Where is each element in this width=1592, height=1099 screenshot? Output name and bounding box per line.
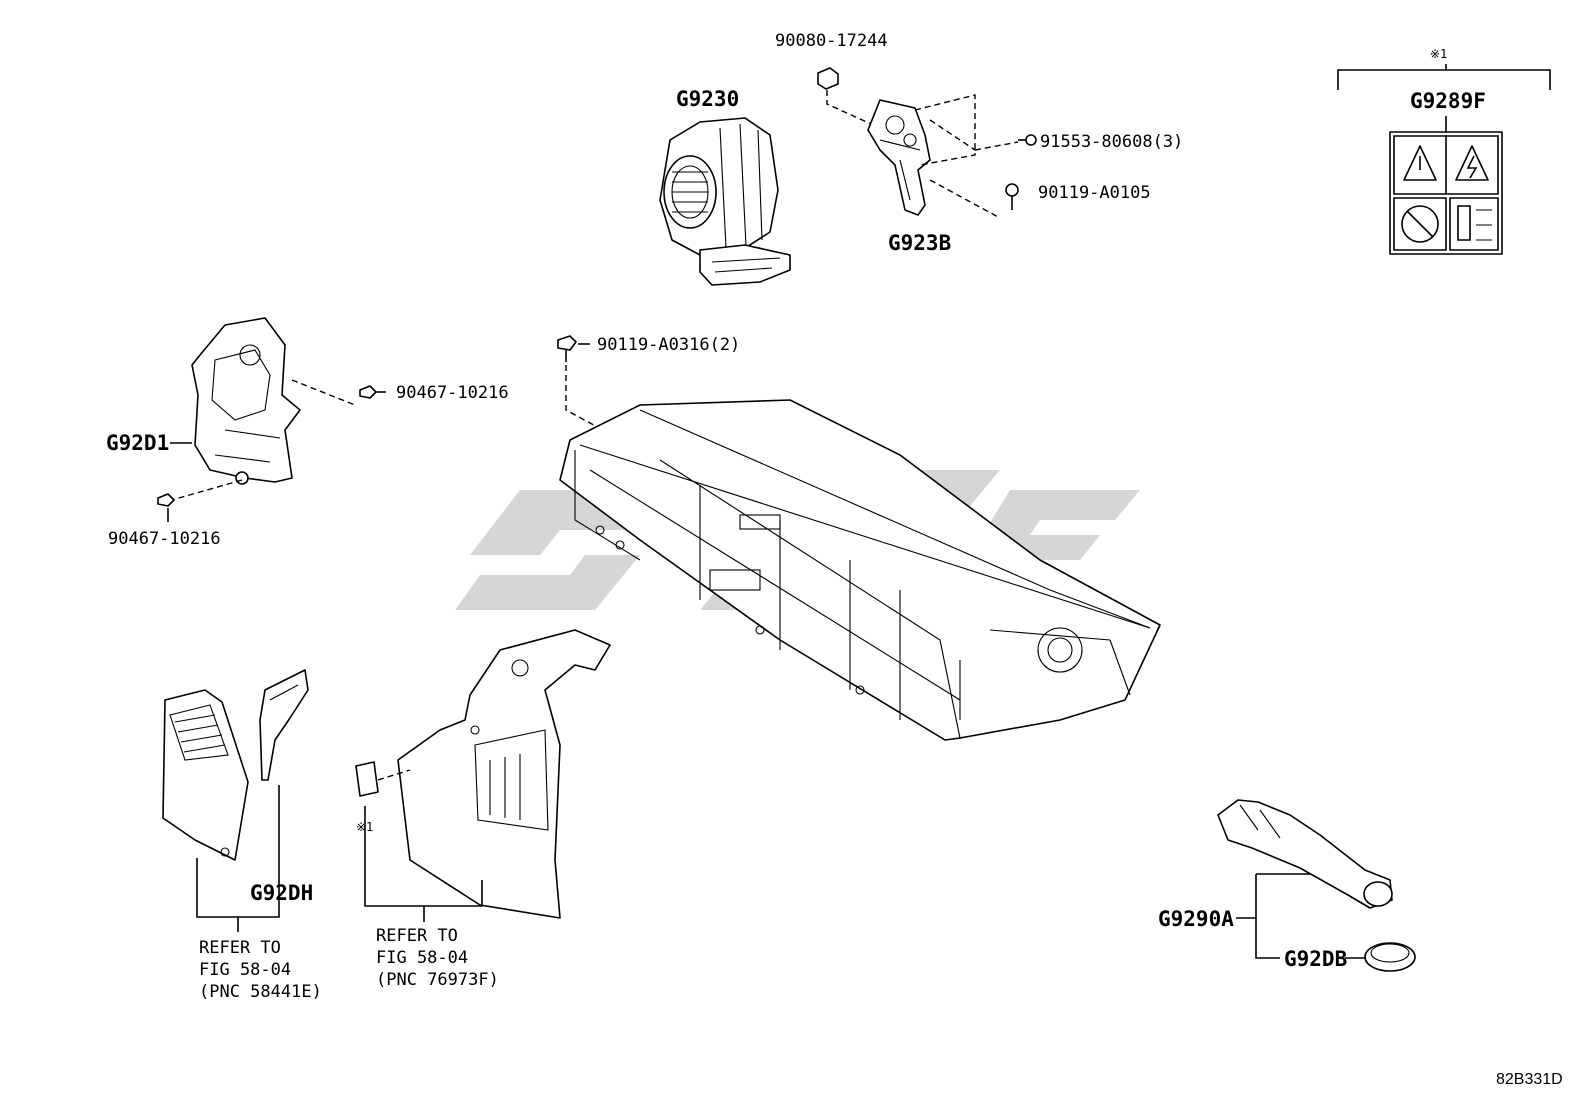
note-mark-top: ※1 — [1430, 47, 1447, 61]
lower-duct-leaders — [1236, 873, 1366, 959]
upper-duct-assembly — [170, 317, 356, 501]
mid-ref-line3: (PNC 76973F) — [376, 970, 499, 990]
label-bracket: G923B — [888, 231, 951, 255]
caution-label-bracket — [1337, 64, 1551, 132]
label-caution: G9289F — [1410, 89, 1486, 113]
blower-assembly — [659, 117, 791, 286]
label-upper-duct: G92D1 — [106, 431, 169, 455]
left-ref-bracket — [196, 785, 280, 932]
grommet — [1364, 942, 1416, 972]
left-ref-line2: FIG 58-04 — [199, 960, 291, 980]
label-blower: G9230 — [676, 87, 739, 111]
note-label-patch — [355, 761, 411, 797]
middle-trim-panel — [397, 629, 611, 919]
label-grommet: G92DB — [1284, 947, 1347, 971]
duct-clip-bottom — [157, 493, 175, 522]
bracket-assembly — [867, 94, 1001, 219]
mid-ref-line1: REFER TO — [376, 926, 458, 946]
label-cover: G92DH — [250, 881, 313, 905]
lower-duct — [1217, 799, 1393, 909]
left-ref-line3: (PNC 58441E) — [199, 982, 322, 1002]
blower-nut — [817, 67, 881, 129]
caution-label — [1389, 131, 1503, 255]
label-bracket-bolt-b: 90119-A0105 — [1038, 183, 1151, 203]
label-bracket-bolt-a: 91553-80608(3) — [1040, 132, 1183, 152]
figure-id: 82B331D — [1496, 1071, 1563, 1088]
note-mark-left: ※1 — [356, 820, 373, 834]
label-blower-nut: 90080-17244 — [775, 31, 888, 51]
left-ref-line1: REFER TO — [199, 938, 281, 958]
label-battery-bolt: 90119-A0316(2) — [597, 335, 740, 355]
bracket-bolt-a — [974, 134, 1037, 151]
label-duct-clip-bottom: 90467-10216 — [108, 529, 221, 549]
label-duct-clip-right: 90467-10216 — [396, 383, 509, 403]
duct-clip-right — [359, 385, 386, 399]
middle-ref-bracket — [364, 806, 483, 922]
mid-ref-line2: FIG 58-04 — [376, 948, 468, 968]
battery-pack — [559, 399, 1161, 741]
label-lower-duct: G9290A — [1158, 907, 1234, 931]
bracket-bolt-b — [1005, 183, 1019, 210]
left-trim-panel — [162, 689, 249, 861]
g92dh-cover — [259, 669, 309, 781]
